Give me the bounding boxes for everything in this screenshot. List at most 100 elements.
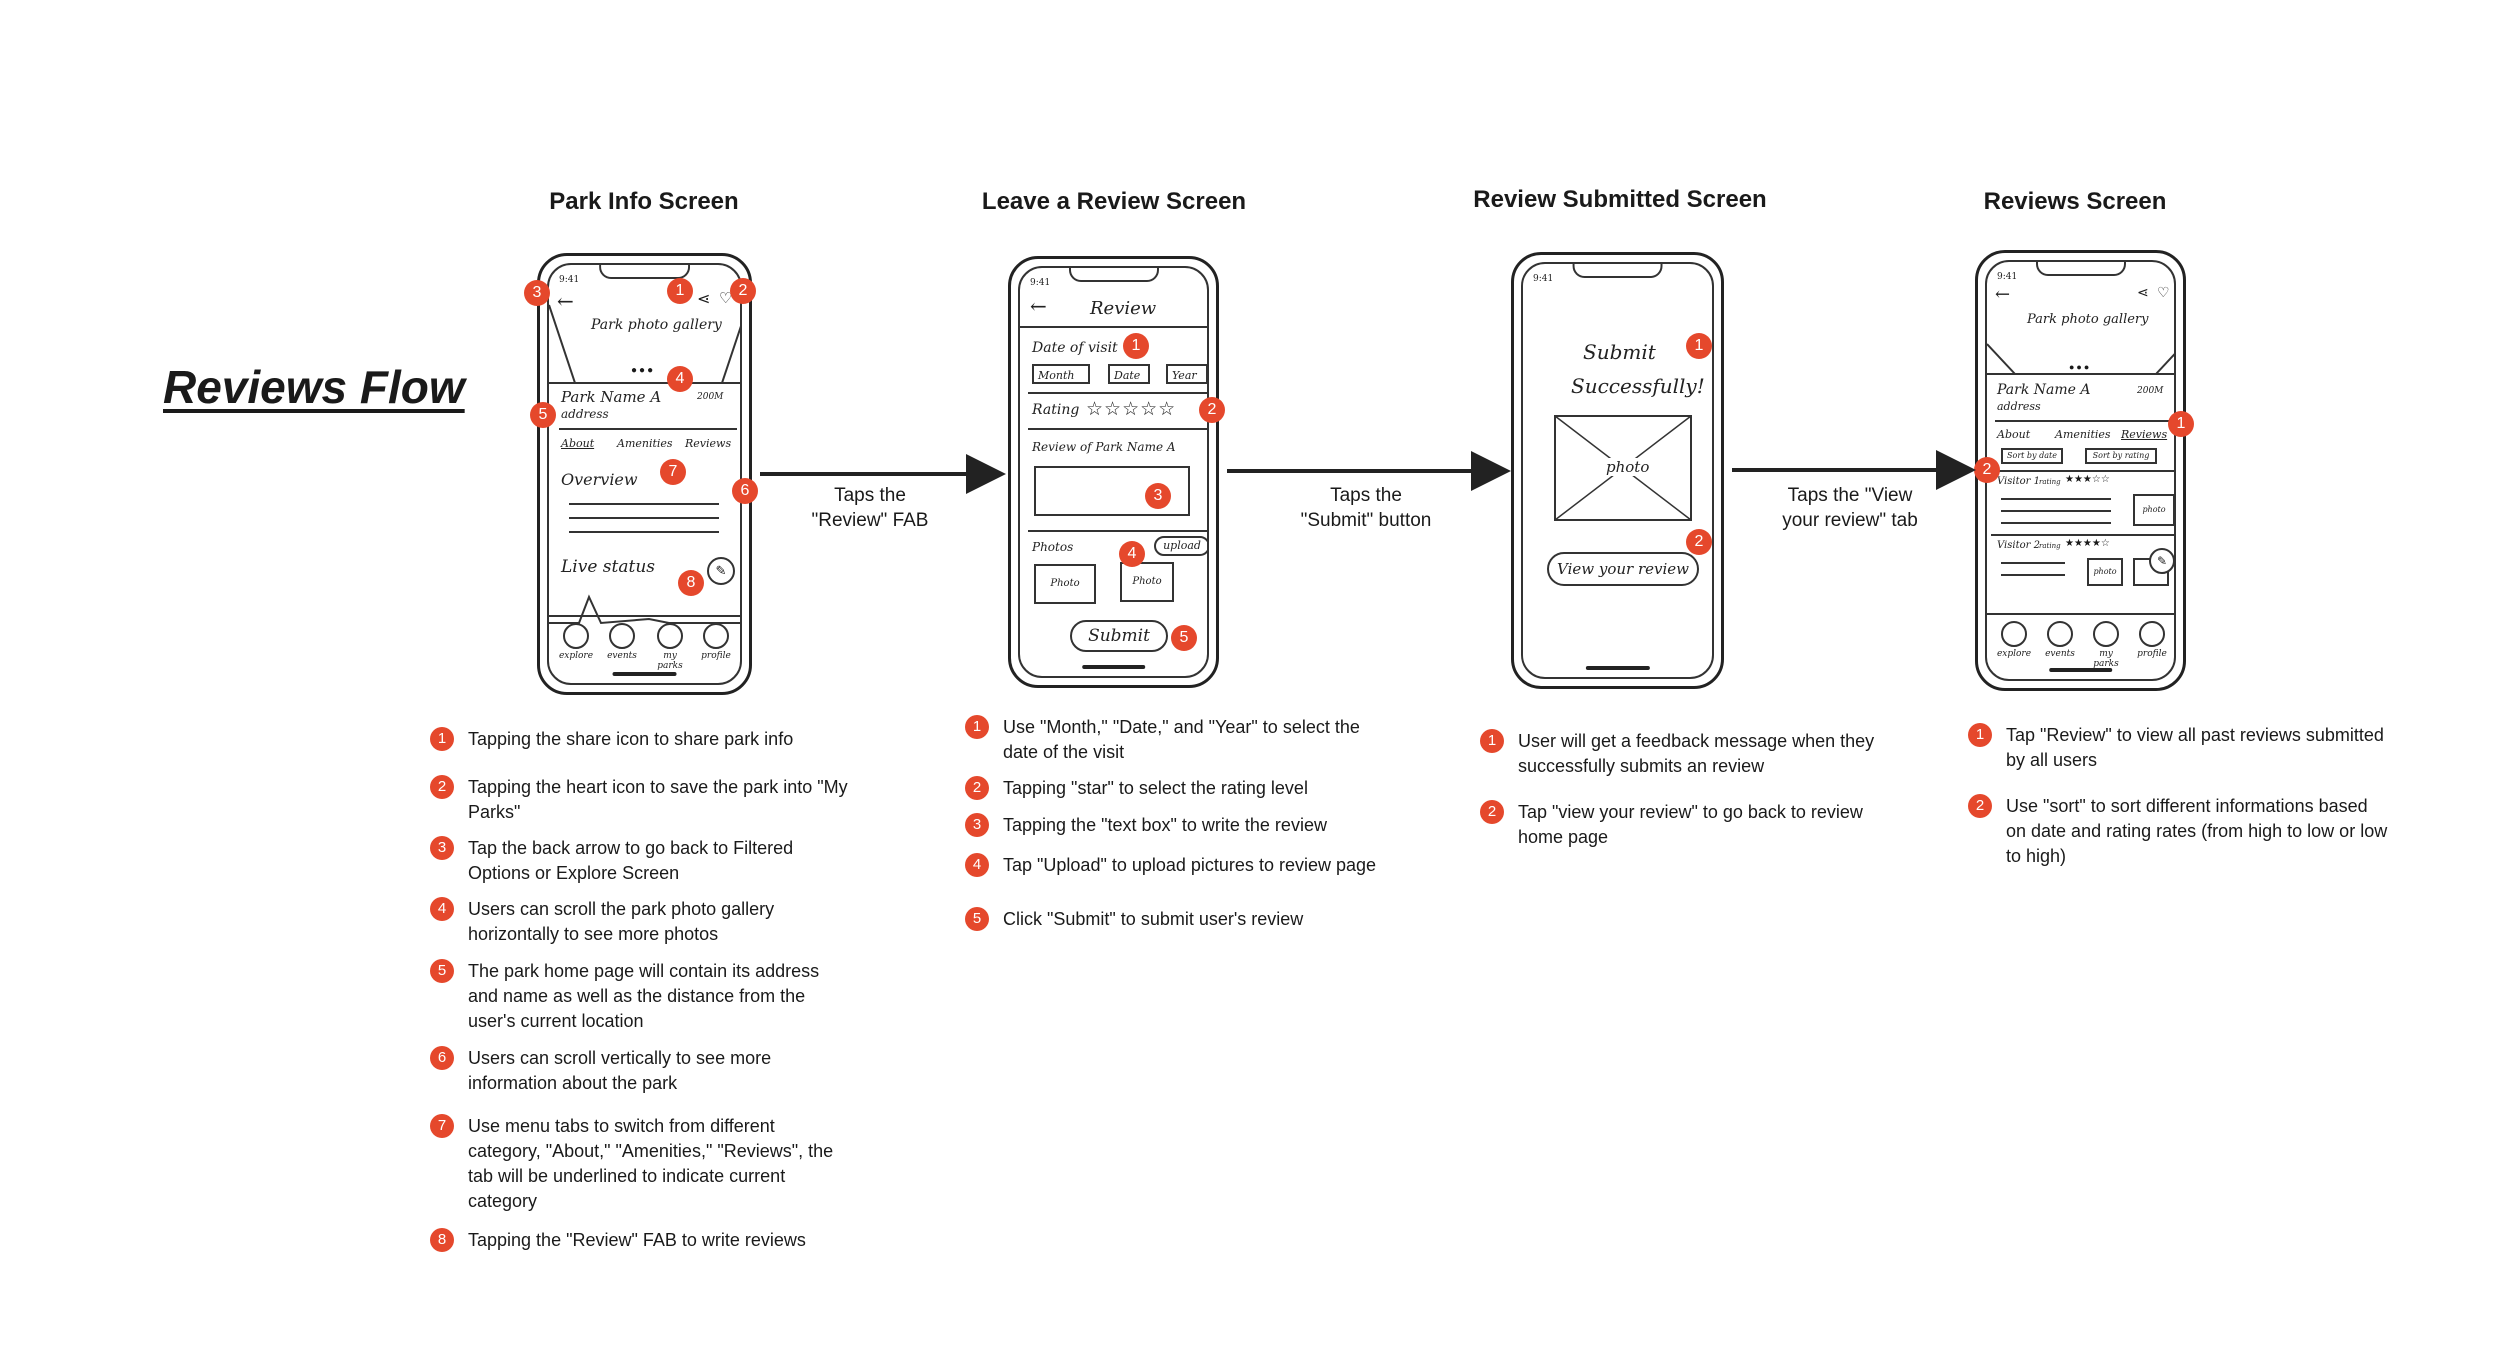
note-leave-review-2: 2 Tapping "star" to select the rating lev…: [965, 776, 1385, 801]
note-text: Users can scroll vertically to see more …: [468, 1048, 772, 1093]
gallery-frame: [1987, 343, 2174, 375]
tab-reviews[interactable]: Reviews: [685, 437, 732, 450]
submit-button[interactable]: Submit: [1070, 620, 1168, 652]
screen-title-review-submitted: Review Submitted Screen: [1473, 186, 1767, 213]
park-name: Park Name A: [561, 388, 662, 406]
note-text: Tapping "star" to select the rating leve…: [1003, 778, 1308, 798]
note-text: Users can scroll the park photo gallery …: [468, 899, 775, 944]
sort-by-rating-button[interactable]: Sort by rating: [2085, 448, 2157, 464]
nav-profile-label: profile: [701, 651, 731, 661]
events-icon[interactable]: [2047, 621, 2073, 647]
note-badge: 1: [430, 727, 454, 751]
photo-label-2: Photo: [1132, 576, 1162, 587]
review-fab[interactable]: ✎: [2149, 548, 2174, 574]
bottom-nav: explore events my parks profile: [549, 615, 740, 671]
phone-park-info: 9:41 ← ⋖ ♡ Park photo gallery ●●● Park N…: [524, 253, 758, 695]
note-park-info-6: 6 Users can scroll vertically to see more…: [430, 1046, 850, 1096]
my-parks-icon[interactable]: [2093, 621, 2119, 647]
note-text: Tap the back arrow to go back to Filtere…: [468, 838, 794, 883]
nav-explore-label: explore: [558, 651, 594, 661]
sort-by-date-button[interactable]: Sort by date: [2001, 448, 2063, 464]
tab-amenities[interactable]: Amenities: [617, 437, 673, 450]
month-select[interactable]: Month: [1032, 364, 1090, 384]
note-badge: 7: [430, 1114, 454, 1138]
note-badge: 3: [965, 813, 989, 837]
visitor-2-stars: ★★★★☆: [2065, 538, 2110, 549]
tab-about[interactable]: About: [1997, 428, 2031, 441]
back-arrow-icon[interactable]: ←: [1030, 294, 1047, 318]
rating-stars[interactable]: ☆☆☆☆☆: [1086, 399, 1177, 420]
arrow-2-label: Taps the "Submit" button: [1276, 483, 1456, 533]
note-badge: 1: [965, 715, 989, 739]
arrow-3-label-line2: your review" tab: [1782, 510, 1918, 531]
sort-by-date-label: Sort by date: [2007, 451, 2057, 460]
nav-my-parks-label: my parks: [657, 651, 683, 671]
submit-label: Submit: [1088, 626, 1150, 646]
visitor-2-name: Visitor 2: [1997, 540, 2040, 551]
back-arrow-icon[interactable]: ←: [557, 289, 574, 313]
my-parks-icon[interactable]: [657, 623, 683, 649]
explore-icon[interactable]: [563, 623, 589, 649]
status-time: 9:41: [1997, 272, 2018, 282]
tab-reviews[interactable]: Reviews: [2121, 428, 2168, 441]
marker-4: 4: [1119, 541, 1145, 567]
rating-label: Rating: [1032, 402, 1080, 418]
explore-icon[interactable]: [2001, 621, 2027, 647]
phone-review-submitted: 9:41 Submit Successfully! photo View you…: [1511, 252, 1724, 689]
profile-icon[interactable]: [2139, 621, 2165, 647]
nav-events-label: events: [2045, 649, 2075, 659]
note-text: Tapping the heart icon to save the park …: [468, 777, 848, 822]
back-arrow-icon[interactable]: ←: [1995, 284, 2011, 305]
tab-amenities[interactable]: Amenities: [2055, 428, 2111, 441]
note-badge: 2: [1480, 800, 1504, 824]
marker-5: 5: [1171, 625, 1197, 651]
screen-title-reviews: Reviews Screen: [1983, 188, 2167, 215]
marker-4: 4: [667, 366, 693, 392]
visitor-1-photo-label: photo: [2142, 505, 2166, 514]
date-select[interactable]: Date: [1108, 364, 1150, 384]
year-select[interactable]: Year: [1166, 364, 1207, 384]
park-address: address: [1997, 400, 2041, 413]
tab-about[interactable]: About: [561, 437, 595, 450]
note-badge: 4: [965, 853, 989, 877]
note-text: User will get a feedback message when th…: [1518, 731, 1875, 776]
note-text: Tap "Upload" to upload pictures to revie…: [1003, 855, 1377, 875]
marker-3: 3: [1145, 483, 1171, 509]
note-text: Tapping the "Review" FAB to write review…: [468, 1230, 806, 1250]
bottom-nav: explore events my parks profile: [1987, 613, 2174, 669]
park-photo-gallery-label: Park photo gallery: [591, 317, 722, 333]
note-badge: 2: [965, 776, 989, 800]
status-time: 9:41: [1533, 274, 1554, 284]
gallery-frame: [549, 304, 740, 384]
heart-icon[interactable]: ♡: [719, 290, 733, 307]
nav-explore-label: explore: [1996, 649, 2032, 659]
review-fab[interactable]: ✎: [707, 557, 735, 585]
year-label: Year: [1172, 369, 1197, 382]
review-header: Review: [1090, 298, 1157, 319]
photo-label: photo: [1603, 458, 1653, 476]
note-badge: 2: [1968, 794, 1992, 818]
share-icon[interactable]: ⋖: [2137, 284, 2149, 300]
note-badge: 5: [430, 959, 454, 983]
review-text-box[interactable]: [1034, 466, 1190, 516]
share-icon[interactable]: ⋖: [697, 291, 711, 308]
marker-2: 2: [730, 278, 756, 304]
note-badge: 3: [430, 836, 454, 860]
upload-button[interactable]: upload: [1154, 536, 1207, 556]
note-badge: 4: [430, 897, 454, 921]
overview-heading: Overview: [561, 470, 638, 489]
park-distance: 200M: [697, 392, 724, 402]
profile-icon[interactable]: [703, 623, 729, 649]
events-icon[interactable]: [609, 623, 635, 649]
note-badge: 2: [430, 775, 454, 799]
note-badge: 6: [430, 1046, 454, 1070]
visitor-1-photo: photo: [2133, 494, 2174, 526]
view-your-review-button[interactable]: View your review: [1547, 552, 1699, 586]
heart-icon[interactable]: ♡: [2157, 284, 2170, 300]
submit-success-line2: Successfully!: [1571, 374, 1705, 398]
